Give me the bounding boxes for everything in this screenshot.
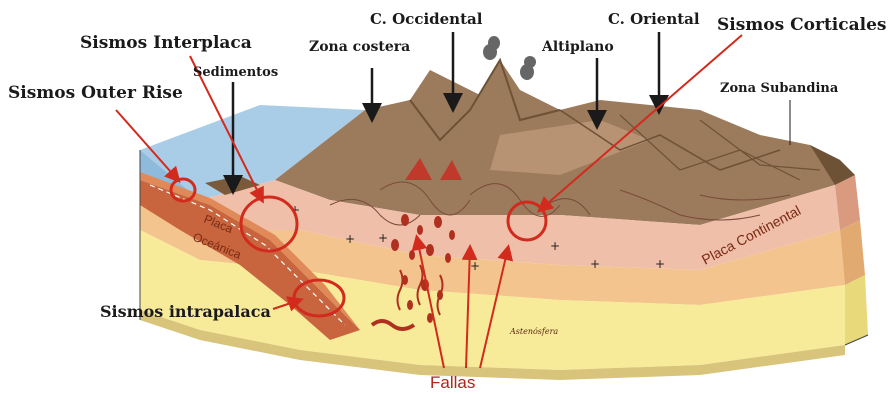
label-altiplano: Altiplano (541, 39, 614, 55)
svg-text:+: + (655, 257, 665, 271)
label-c-oriental: C. Oriental (608, 10, 700, 28)
label-astenosfera: Astenósfera (509, 327, 558, 336)
svg-text:+: + (550, 239, 560, 253)
label-sismos-outer-rise: Sismos Outer Rise (8, 83, 183, 103)
asthenosphere-side (845, 275, 868, 345)
label-zona-costera: Zona costera (309, 39, 410, 55)
svg-text:+: + (378, 231, 388, 245)
label-sismos-corticales: Sismos Corticales (717, 15, 886, 35)
label-fallas: Fallas (430, 373, 475, 392)
svg-text:+: + (345, 232, 355, 246)
label-c-occidental: C. Occidental (370, 10, 483, 28)
svg-text:+: + (590, 257, 600, 271)
label-sismos-intrapalaca: Sismos intrapalaca (100, 302, 271, 321)
label-sismos-interplaca: Sismos Interplaca (80, 33, 252, 53)
svg-text:+: + (470, 259, 480, 273)
label-zona-subandina: Zona Subandina (720, 81, 839, 96)
label-sedimentos: Sedimentos (193, 65, 278, 80)
